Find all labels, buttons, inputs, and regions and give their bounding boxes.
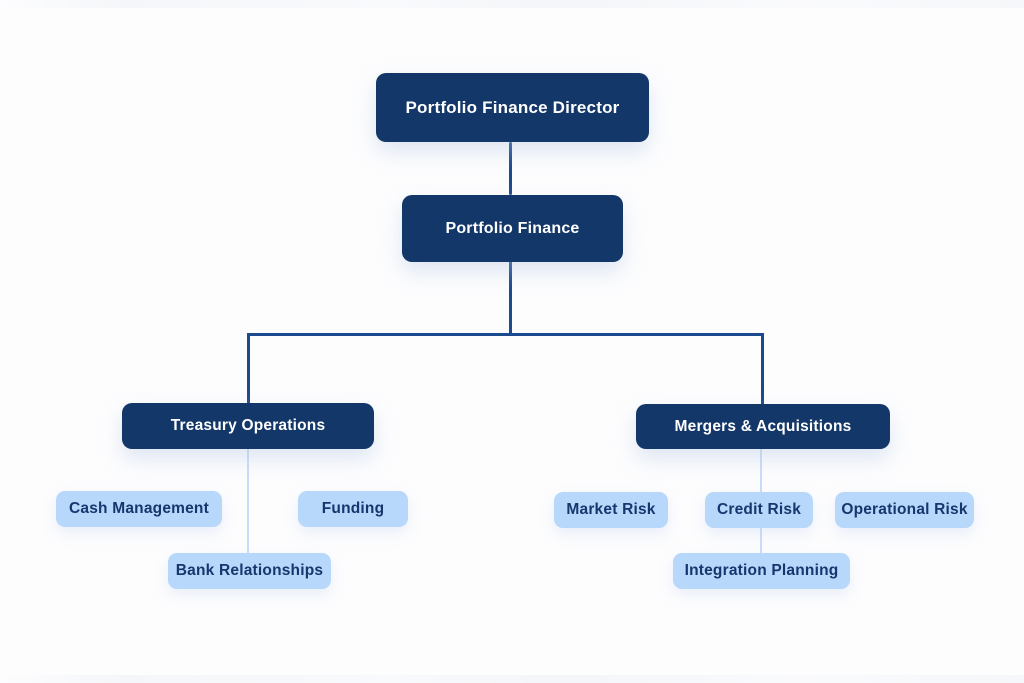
node-cash-management: Cash Management xyxy=(56,491,222,527)
node-bank-relationships: Bank Relationships xyxy=(168,553,331,589)
connector-ma-to-credit-risk xyxy=(760,449,762,492)
node-treasury-operations: Treasury Operations xyxy=(122,403,374,449)
node-funding: Funding xyxy=(298,491,408,527)
top-edge-artifact xyxy=(0,0,1024,8)
node-portfolio-finance-director: Portfolio Finance Director xyxy=(376,73,649,142)
bottom-edge-artifact xyxy=(0,675,1024,683)
node-portfolio-finance: Portfolio Finance xyxy=(402,195,623,262)
node-credit-risk: Credit Risk xyxy=(705,492,813,528)
connector-treasury-to-bank-relationships xyxy=(247,449,249,553)
node-operational-risk: Operational Risk xyxy=(835,492,974,528)
node-market-risk: Market Risk xyxy=(554,492,668,528)
node-integration-planning: Integration Planning xyxy=(673,553,850,589)
connector-to-treasury-operations xyxy=(247,333,250,403)
connector-to-mergers-acquisitions xyxy=(761,333,764,404)
connector-director-to-portfolio-finance xyxy=(509,142,512,195)
connector-branch-horizontal xyxy=(247,333,764,336)
connector-portfolio-finance-stem xyxy=(509,262,512,335)
connector-credit-risk-to-integration-planning xyxy=(760,528,762,553)
node-mergers-acquisitions: Mergers & Acquisitions xyxy=(636,404,890,449)
